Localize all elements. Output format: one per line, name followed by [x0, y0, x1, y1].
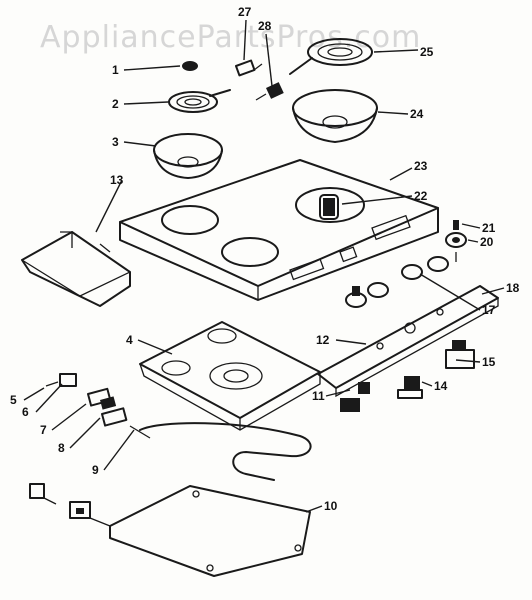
callout-7: 7 [40, 423, 47, 437]
terminal-screw [45, 381, 59, 387]
callout-20: 20 [480, 235, 494, 249]
drip-pan-small [153, 133, 223, 179]
trim-clip [182, 61, 198, 71]
callout-6: 6 [22, 405, 29, 419]
screw [453, 220, 459, 230]
surface-element-small [168, 89, 231, 113]
control-bracket [317, 285, 499, 398]
cooktop-frame [119, 159, 439, 301]
switch-small [340, 382, 370, 412]
callout-11: 11 [312, 389, 325, 403]
callout-27: 27 [238, 5, 252, 19]
bake-element-10 [109, 485, 311, 577]
callout-21: 21 [482, 221, 496, 235]
callout-13: 13 [110, 173, 124, 187]
terminal-block [235, 59, 263, 77]
callout-22: 22 [414, 189, 428, 203]
surface-element-large [289, 38, 373, 75]
callout-numbers: 1 2 3 4 5 6 7 8 9 10 11 12 13 14 15 17 1… [10, 5, 520, 513]
bottom-tray [139, 321, 321, 431]
knob-insert [445, 232, 467, 248]
leader-lines [23, 19, 505, 513]
callout-23: 23 [414, 159, 428, 173]
callout-3: 3 [112, 135, 119, 149]
bake-element-9 [129, 422, 312, 481]
receptacle [255, 82, 284, 101]
callout-14: 14 [434, 379, 448, 393]
callout-12: 12 [316, 333, 330, 347]
infinite-switch-knobs [345, 256, 449, 308]
callout-1: 1 [112, 63, 119, 77]
callout-25: 25 [420, 45, 434, 59]
callout-17: 17 [482, 303, 496, 317]
callout-8: 8 [58, 441, 65, 455]
callout-15: 15 [482, 355, 496, 369]
terminal-bracket [59, 373, 77, 387]
drip-pan-large [292, 89, 378, 143]
callout-9: 9 [92, 463, 99, 477]
callout-4: 4 [126, 333, 133, 347]
element-receptacle [323, 198, 335, 216]
callout-5: 5 [10, 393, 17, 407]
side-panel [21, 231, 131, 307]
callout-28: 28 [258, 19, 272, 33]
callout-24: 24 [410, 107, 424, 121]
callout-2: 2 [112, 97, 119, 111]
lower-terminals [29, 483, 111, 527]
infinite-switch [397, 376, 423, 399]
callout-10: 10 [324, 499, 338, 513]
watermark: AppliancePartsPros.com [40, 20, 422, 55]
terminal-connector [86, 387, 117, 410]
terminal-block-8 [100, 407, 128, 427]
switch-block [445, 340, 475, 369]
callout-18: 18 [506, 281, 520, 295]
